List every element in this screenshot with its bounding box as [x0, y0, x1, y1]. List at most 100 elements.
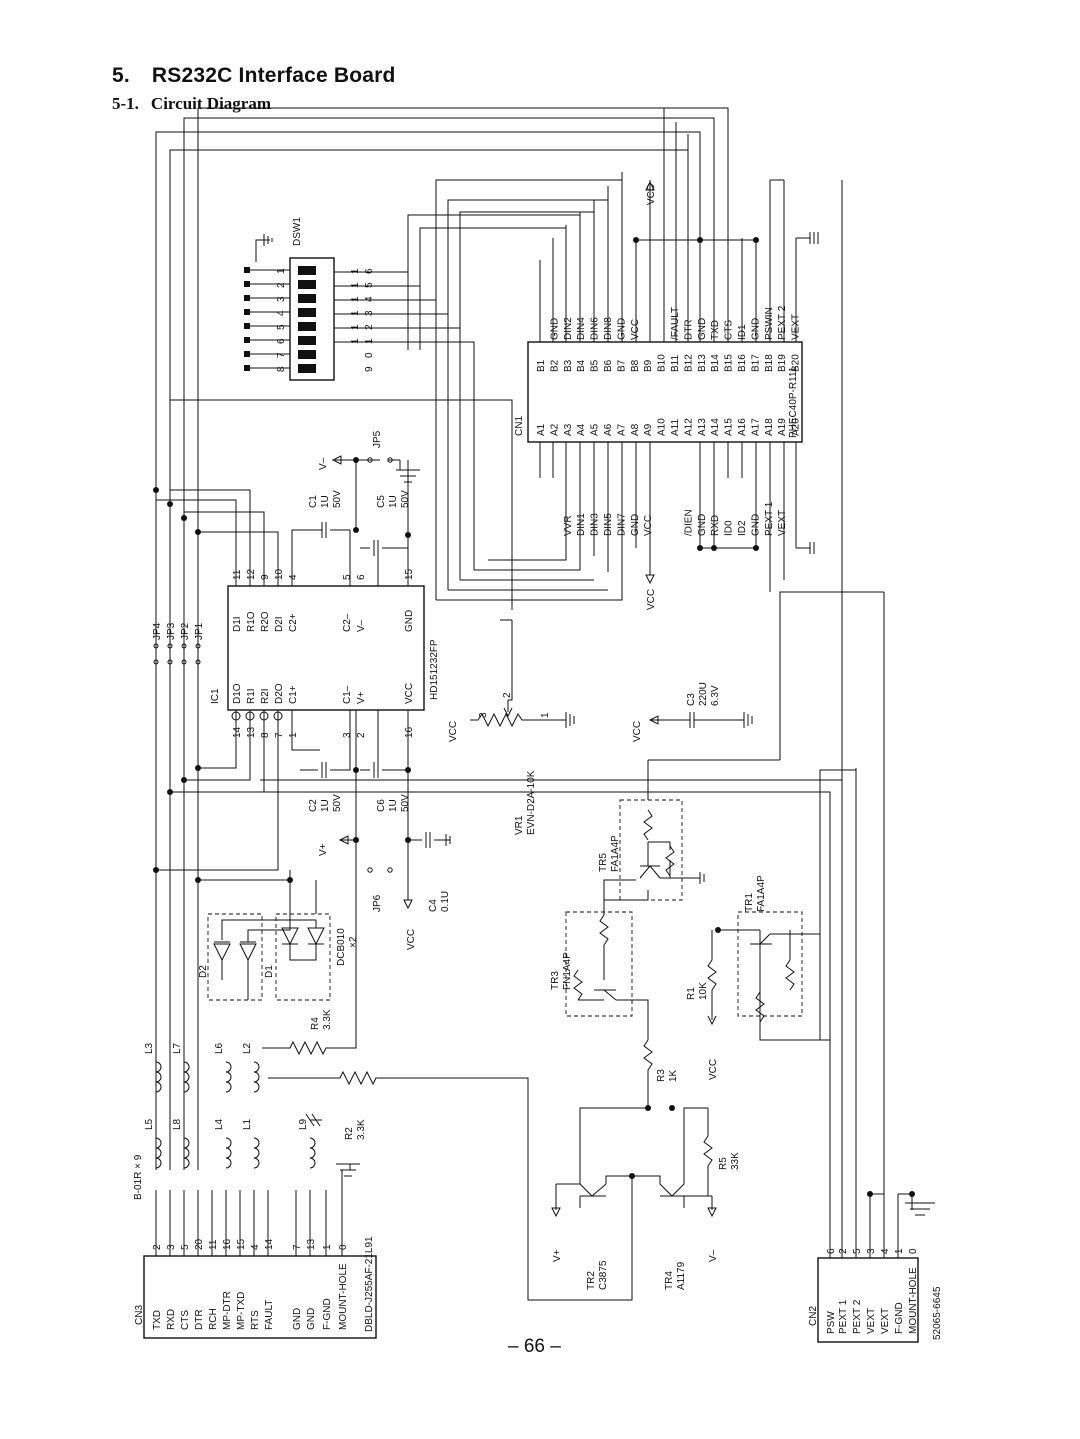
capacitor-ref: C6: [376, 799, 387, 812]
cn1-a-signal: RXD: [710, 515, 721, 536]
cn1-b-pin: B2: [549, 359, 560, 372]
capacitor-value: 1U: [320, 799, 331, 812]
cn1-a-pin: A14: [710, 418, 721, 436]
dsw1-row-b: 4: [364, 296, 375, 302]
dsw1-row-b: 6: [364, 268, 375, 274]
cn2-signal: PEXT 1: [838, 1299, 849, 1334]
dsw1-switch-number: 5: [276, 324, 287, 330]
cn2-ref: CN2: [808, 1306, 819, 1326]
vminus-label: V–: [318, 457, 329, 470]
cn1-b-pin: B7: [616, 359, 627, 372]
cn2-signal: VEXT: [880, 1308, 891, 1334]
inductor-coil: [253, 1061, 260, 1093]
inductor-ref: L3: [144, 1042, 155, 1054]
dsw1-row-a: 1: [350, 268, 361, 274]
resistors-left: [262, 880, 633, 1301]
dsw1-row-b: 1: [364, 338, 375, 344]
cn1-a-signal: VVR: [563, 515, 574, 536]
diode-qty: ×2: [348, 936, 359, 948]
capacitor-voltage: 6.3V: [710, 685, 721, 706]
cn3-signal: FAULT: [264, 1300, 275, 1330]
ic1-right-pin-number: 10: [274, 568, 285, 580]
cn3-signal: TXD: [152, 1310, 163, 1330]
cn1-b-signal: DIN4: [576, 317, 587, 340]
cn1-b-pin: B17: [750, 354, 761, 372]
resistor-ref: R3: [656, 1069, 667, 1082]
cn2-pin: 0: [908, 1248, 919, 1254]
vr1-pin1: 1: [540, 712, 551, 718]
jp6-label: JP6: [372, 894, 383, 912]
cn2-part: 52065-6645: [932, 1286, 943, 1340]
cn1-a-signal: DIN3: [590, 513, 601, 536]
cn1-a-signal: GND: [697, 514, 708, 536]
cn1-b-signal: DIN2: [563, 317, 574, 340]
ic1-right-pin: V–: [356, 619, 367, 632]
cn1-a-pin: A13: [697, 418, 708, 436]
cn1-a-pin: A10: [657, 418, 668, 436]
cn2-pin: 1: [894, 1248, 905, 1254]
resistor-value: 10K: [698, 982, 709, 1000]
diode-part: DCB010: [336, 928, 347, 966]
cn1-b-pin: B16: [737, 354, 748, 372]
cn2-pin: 5: [852, 1248, 863, 1254]
cn2-pin: 4: [880, 1248, 891, 1254]
ic1-right-pin-number: 6: [356, 574, 367, 580]
cn1-a-pin: A7: [616, 423, 627, 436]
dsw1-toggle: [298, 280, 316, 289]
cn1-b-pin: B3: [563, 359, 574, 372]
dsw1-switch-number: 4: [276, 310, 287, 316]
dsw1-switch-number: 2: [276, 282, 287, 288]
capacitor-voltage: 50V: [400, 794, 411, 812]
ic1-left-pin: R2I: [260, 688, 271, 704]
inductor-ref: L7: [172, 1042, 183, 1054]
ic1-part: HD151232FP: [429, 639, 440, 700]
section-title: 5.RS232C Interface Board: [112, 64, 396, 87]
dsw1-row-b: 3: [364, 310, 375, 316]
cn1-a-pin: A3: [563, 423, 574, 436]
misc-wires: [603, 180, 884, 1040]
cn1-a-signal: VCC: [643, 515, 654, 536]
cn1-b-signal: DTR: [683, 319, 694, 340]
cn3-signal: MOUNT-HOLE: [338, 1263, 349, 1330]
cn1-part: PHEC40P-R111: [788, 366, 799, 438]
transistor-tr5: [619, 790, 705, 901]
resistor-ref: R1: [686, 987, 697, 1000]
inductor-coil: [225, 1061, 232, 1093]
ic1-capacitors: [300, 455, 451, 910]
dsw1-row-b: 9: [364, 366, 375, 372]
cn3-pin: 20: [194, 1238, 205, 1250]
vr1-pin3: 3: [478, 712, 489, 718]
dsw1-leads: [334, 271, 475, 570]
cn3-signal: MP-DTR: [222, 1291, 233, 1330]
c3: VCC: [632, 712, 753, 742]
cn3-wires: [155, 1170, 343, 1256]
transistor-part: A1179: [676, 1261, 687, 1290]
dsw1-toggle: [298, 350, 316, 359]
jumper-label: JP2: [180, 622, 191, 640]
cn3-signal: CTS: [180, 1310, 191, 1330]
ic1-right-pin: R2O: [260, 611, 271, 632]
cn1-a-pin: A4: [576, 423, 587, 436]
ic1-left-pin-number: 8: [260, 732, 271, 738]
cn1-b-pin: B5: [590, 359, 601, 372]
inductor-ref: L8: [172, 1118, 183, 1130]
cn1-a-pin: A2: [549, 423, 560, 436]
cn3-pin: 16: [222, 1238, 233, 1250]
transistor-ref: TR2: [586, 1271, 597, 1290]
cn3-pin: 3: [166, 1244, 177, 1250]
cn1-a-pin: A6: [603, 423, 614, 436]
cn1-a-pin: A1: [536, 423, 547, 436]
ic1-right-pin-number: 15: [404, 568, 415, 580]
cn1-a-signal: VEXT: [777, 510, 788, 536]
cn3-pin: 0: [338, 1244, 349, 1250]
ic1-right-pin: C2+: [288, 613, 299, 632]
cn1-a-signal: GND: [630, 514, 641, 536]
inductor-part: B-01R × 9: [133, 1154, 144, 1200]
